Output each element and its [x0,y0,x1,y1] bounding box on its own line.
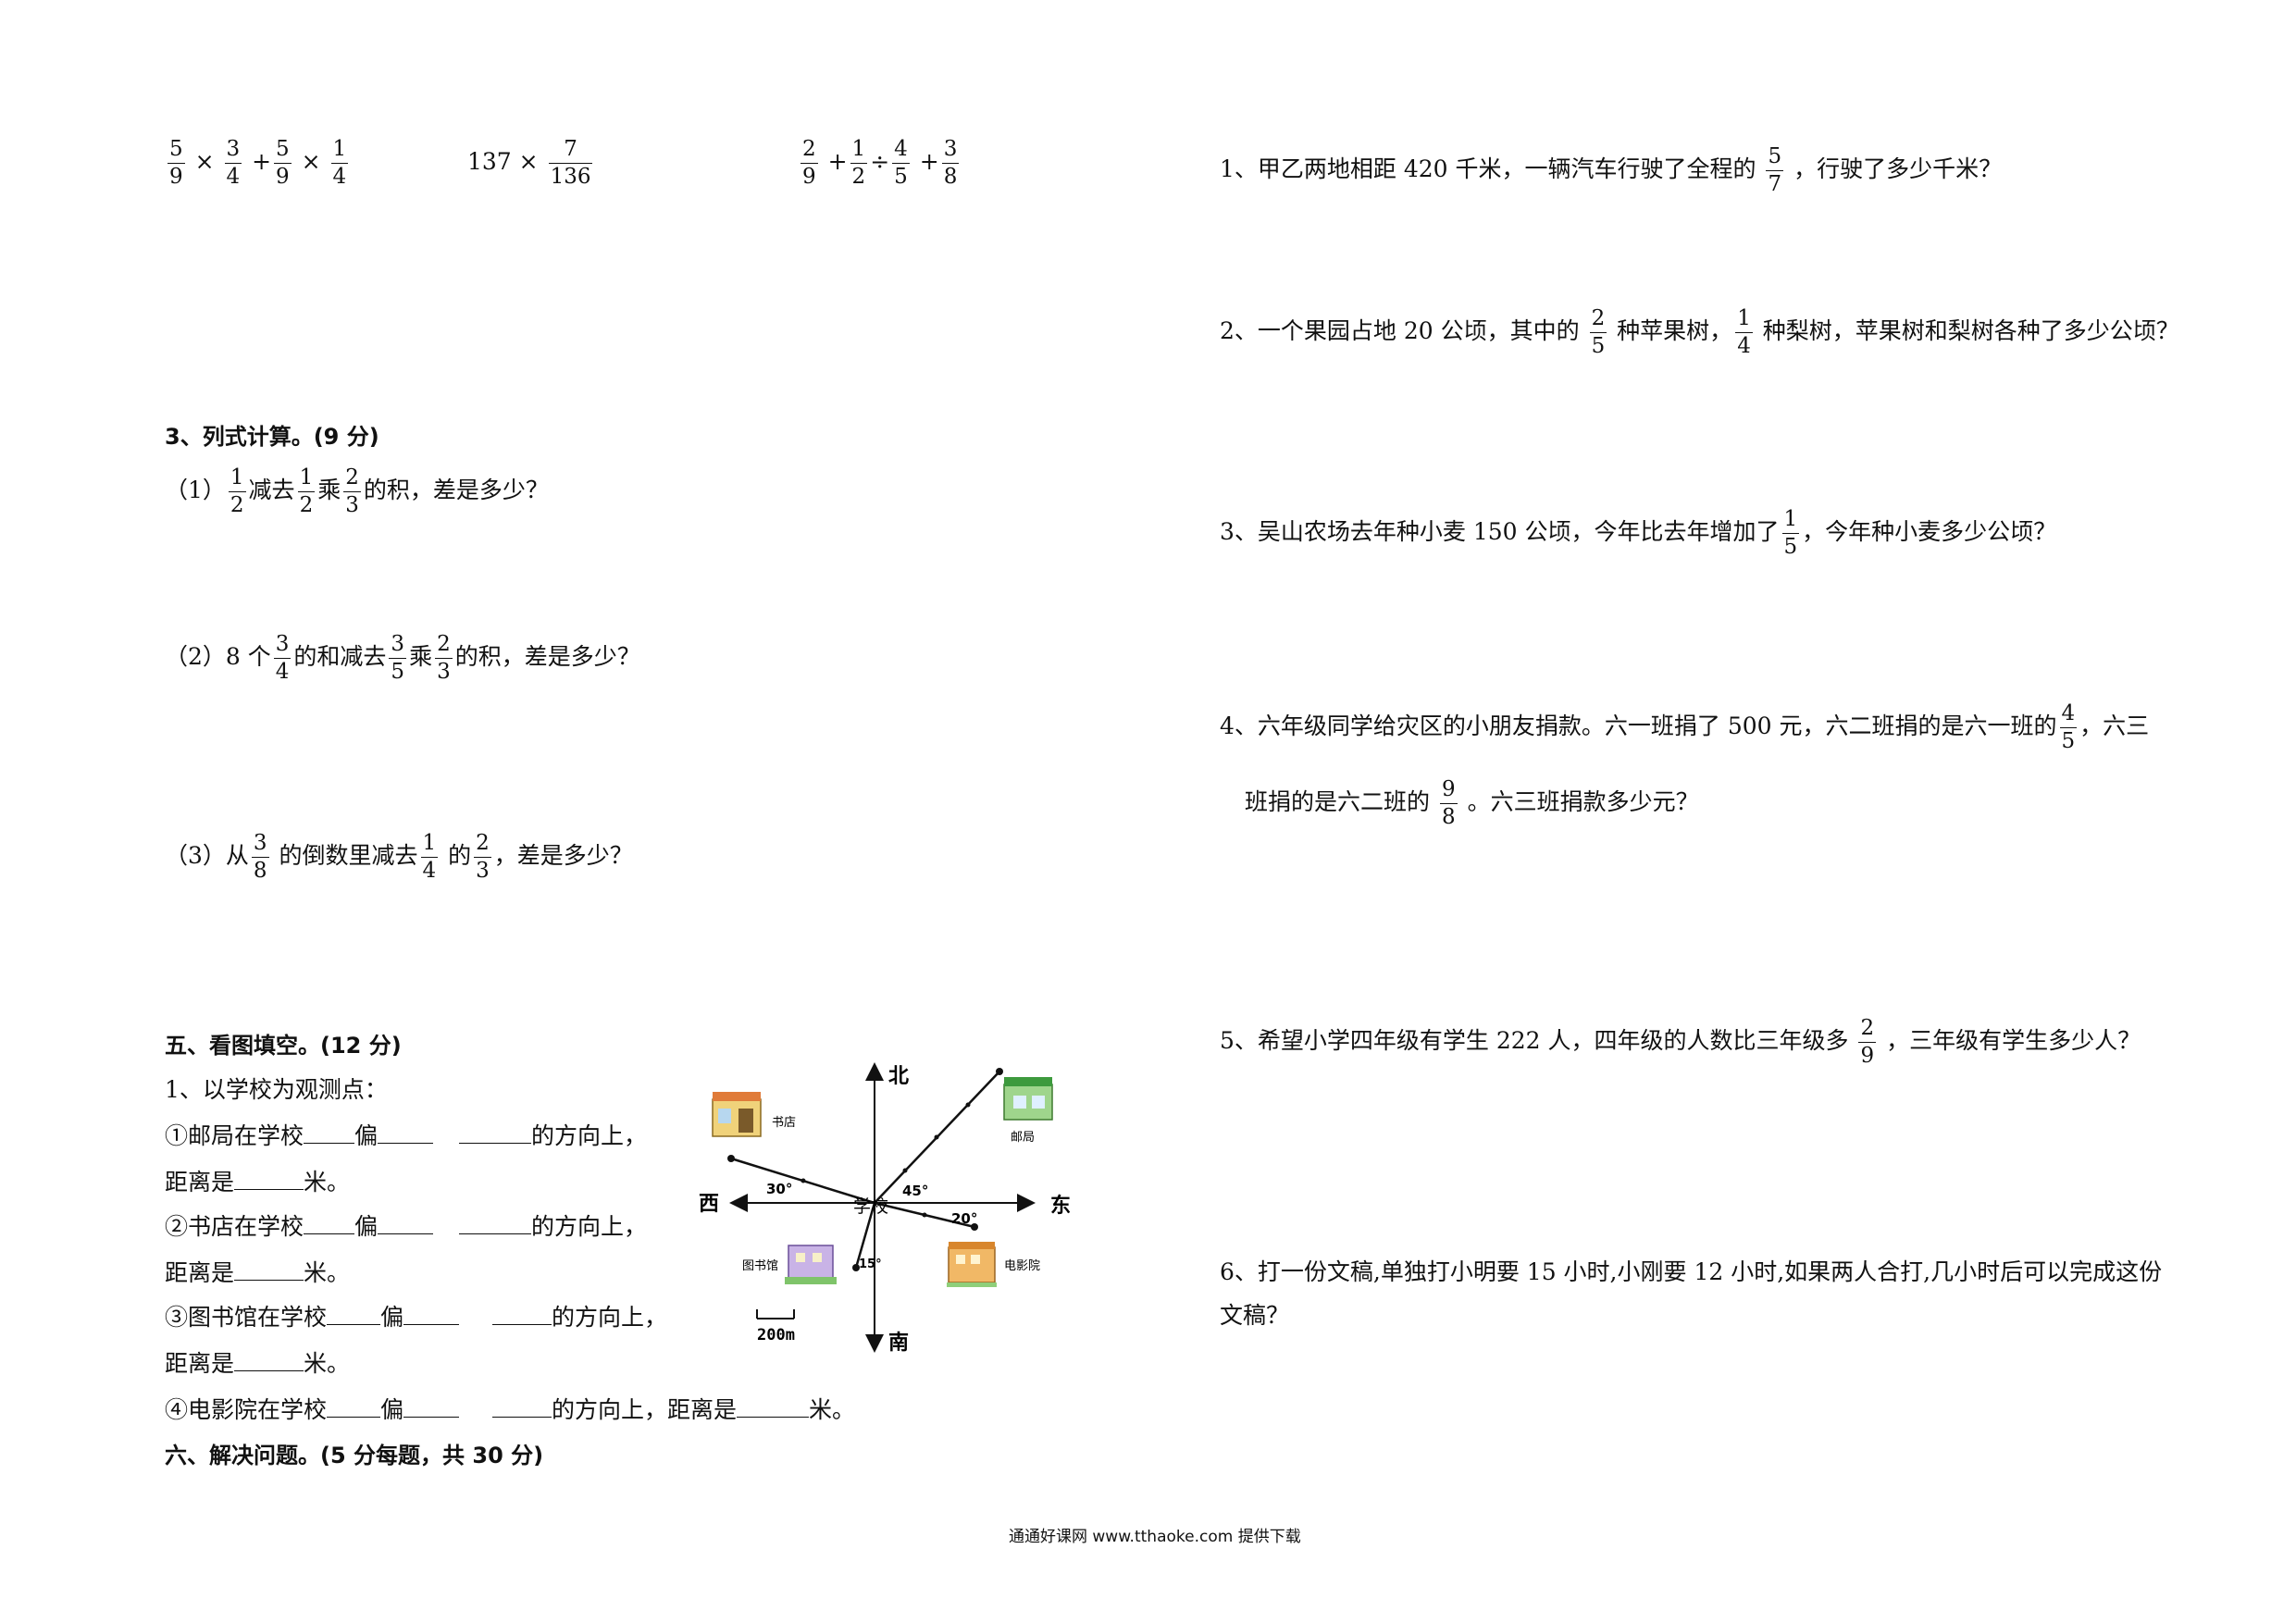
east-label: 东 [1050,1194,1071,1218]
answer-blank[interactable] [378,1143,434,1144]
bookstore-label: 书店 [772,1116,796,1130]
answer-blank[interactable] [327,1417,381,1418]
cinema-icon [947,1242,997,1287]
angle-30: 30° [766,1181,792,1197]
section5-row-4: ④电影院在学校偏的方向上，距离是米。 [165,1396,856,1423]
section5-row-2-distance: 距离是米。 [165,1259,351,1286]
problem-6-line-1: 6、打一份文稿,单独打小明要 15 小时,小刚要 12 小时,如果两人合打,几小… [1220,1258,2163,1285]
answer-blank[interactable] [459,1233,532,1234]
answer-blank[interactable] [737,1417,810,1418]
scale-bar [756,1309,795,1319]
cinema-label: 电影院 [1004,1259,1040,1273]
school-label: 学校 [853,1196,888,1217]
answer-blank[interactable] [234,1189,304,1190]
post-office-label: 邮局 [1011,1131,1035,1145]
answer-blank[interactable] [304,1143,355,1144]
west-label: 西 [699,1193,719,1216]
page-footer: 通通好课网 www.tthaoke.com 提供下载 [1009,1528,1301,1546]
answer-blank[interactable] [234,1370,304,1371]
section5-intro: 1、以学校为观测点： [165,1076,388,1103]
answer-blank[interactable] [304,1233,355,1234]
direction-map: 北 南 东 西 学校 30° 45° 20° 15° 书店 邮局 图书馆 电影院 [699,1062,1071,1355]
answer-blank[interactable] [403,1324,460,1325]
answer-blank[interactable] [492,1417,552,1418]
ray-library [854,1202,876,1269]
problem-6-line-2: 文稿？ [1220,1302,1290,1329]
answer-blank[interactable] [403,1417,460,1418]
angle-15: 15° [859,1258,882,1271]
angle-45: 45° [902,1183,928,1199]
section3-title: 3、列式计算。(9 分) [165,424,379,450]
section5-row-3-distance: 距离是米。 [165,1350,351,1377]
answer-blank[interactable] [327,1324,381,1325]
scale-label: 200m [757,1326,795,1344]
section6-title: 六、解决问题。(5 分每题，共 30 分) [165,1443,544,1468]
section5-row-2: ②书店在学校偏的方向上， [165,1213,648,1240]
answer-blank[interactable] [378,1233,434,1234]
library-icon [785,1245,837,1284]
section5-row-3: ③图书馆在学校偏的方向上， [165,1304,668,1331]
library-label: 图书馆 [742,1259,778,1273]
north-label: 北 [888,1065,909,1088]
south-label: 南 [888,1332,909,1355]
post-office-icon [1003,1077,1053,1121]
answer-blank[interactable] [234,1280,304,1281]
section5-row-1: ①邮局在学校偏的方向上， [165,1122,648,1149]
angle-20: 20° [951,1210,977,1227]
answer-blank[interactable] [492,1324,552,1325]
bookstore-icon [712,1092,762,1137]
section5-row-1-distance: 距离是米。 [165,1169,351,1196]
answer-blank[interactable] [459,1143,532,1144]
section5-title: 五、看图填空。(12 分) [165,1033,402,1059]
